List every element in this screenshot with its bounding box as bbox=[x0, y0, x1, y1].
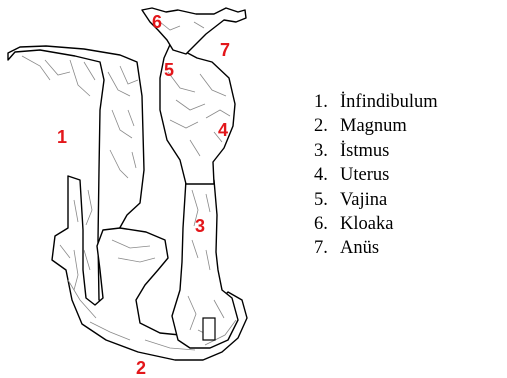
legend-item: 7.Anüs bbox=[314, 236, 438, 260]
legend-text: Anüs bbox=[340, 238, 379, 258]
legend-text: Magnum bbox=[340, 116, 407, 136]
label-1: 1 bbox=[57, 127, 67, 147]
label-5: 5 bbox=[164, 60, 174, 80]
legend-number: 5. bbox=[314, 188, 340, 212]
legend-list: 1.İnfindibulum 2.Magnum 3.İstmus 4.Uteru… bbox=[314, 90, 438, 261]
label-3: 3 bbox=[195, 216, 205, 236]
label-2: 2 bbox=[136, 358, 146, 378]
legend-number: 1. bbox=[314, 90, 340, 114]
legend-item: 6.Kloaka bbox=[314, 212, 438, 236]
legend-number: 3. bbox=[314, 139, 340, 163]
label-7: 7 bbox=[220, 40, 230, 60]
legend-number: 4. bbox=[314, 163, 340, 187]
legend-number: 6. bbox=[314, 212, 340, 236]
legend-text: İstmus bbox=[340, 141, 389, 161]
legend-text: İnfindibulum bbox=[340, 92, 438, 112]
legend-item: 3.İstmus bbox=[314, 139, 438, 163]
legend-item: 1.İnfindibulum bbox=[314, 90, 438, 114]
legend-item: 4.Uterus bbox=[314, 163, 438, 187]
anus-opening bbox=[203, 318, 215, 340]
legend-number: 2. bbox=[314, 114, 340, 138]
oviduct-outline bbox=[8, 8, 247, 360]
legend-item: 2.Magnum bbox=[314, 114, 438, 138]
legend-text: Uterus bbox=[340, 165, 389, 185]
legend-text: Vajina bbox=[340, 190, 387, 210]
legend-number: 7. bbox=[314, 236, 340, 260]
label-4: 4 bbox=[218, 120, 228, 140]
oviduct-diagram: 1 2 3 4 5 6 7 bbox=[0, 0, 300, 378]
legend-text: Kloaka bbox=[340, 214, 393, 234]
label-6: 6 bbox=[152, 12, 162, 32]
legend-item: 5.Vajina bbox=[314, 188, 438, 212]
